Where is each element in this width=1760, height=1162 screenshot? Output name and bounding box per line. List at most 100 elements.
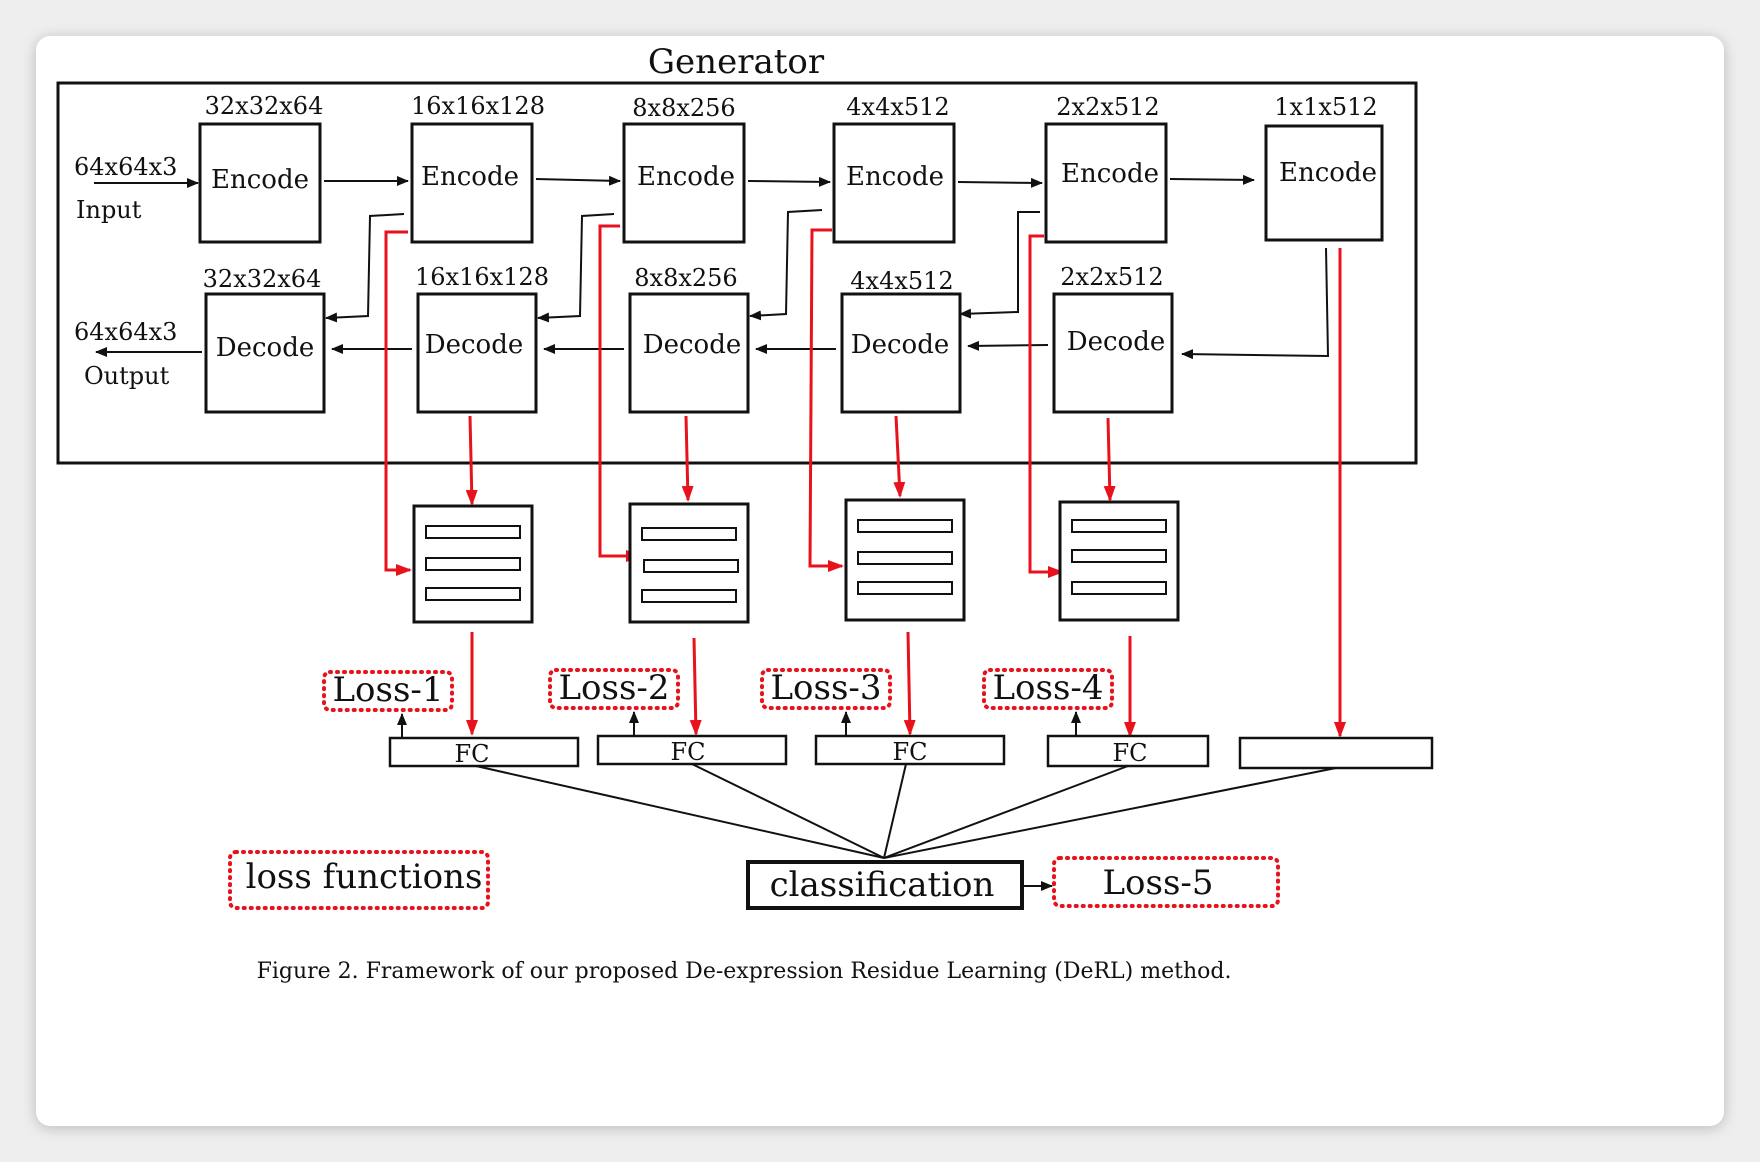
loss-box-1: Loss-1 <box>322 670 454 712</box>
fc-arrow-2 <box>689 637 702 736</box>
encode-arrow-4 <box>957 177 1043 188</box>
decoder-block-5: 2x2x512 Decode <box>1052 263 1174 414</box>
loss-label-2: Loss-2 <box>558 668 669 708</box>
residue-block-4 <box>1058 500 1180 622</box>
loss-box-3: Loss-3 <box>760 668 892 710</box>
generator-frame <box>56 81 1418 465</box>
decoder-box-1 <box>204 292 326 414</box>
encoder-label-4: Encode <box>846 162 944 192</box>
encoder-label-1: Encode <box>211 165 309 195</box>
fc-label-4: FC <box>1112 739 1147 767</box>
loss-box-4: Loss-4 <box>982 668 1114 710</box>
legend-loss-functions: loss functions <box>228 850 490 910</box>
residue-block-1 <box>412 504 534 624</box>
decoder-dim-2: 16x16x128 <box>415 263 549 291</box>
encoder-box-4 <box>832 122 956 244</box>
classification-box: classification <box>746 860 1024 910</box>
decoder-label-1: Decode <box>216 333 314 363</box>
loss-label-1: Loss-1 <box>332 670 443 710</box>
fc-label-2: FC <box>670 738 705 766</box>
decoder-box-3 <box>628 292 750 414</box>
encoder-label-6: Encode <box>1279 158 1377 188</box>
encoder-label-2: Encode <box>421 162 519 192</box>
encoder-block-6: 1x1x512 Encode <box>1264 93 1384 242</box>
decoder-box-5 <box>1052 292 1174 414</box>
input-dim: 64x64x3 <box>74 153 177 181</box>
decoder-box-2 <box>416 292 538 414</box>
encode-arrow-2 <box>535 175 621 186</box>
fc-label-1: FC <box>454 740 489 768</box>
decoder-label-3: Decode <box>643 330 741 360</box>
encoder-box-1 <box>198 122 322 244</box>
encoder-dim-5: 2x2x512 <box>1056 93 1159 121</box>
encoder-box-5 <box>1044 122 1168 244</box>
bottleneck-arrow <box>1181 247 1330 360</box>
classification-fan-in <box>475 763 1337 859</box>
loss-box-5: Loss-5 <box>1052 856 1280 908</box>
loss-box-2: Loss-2 <box>548 668 680 710</box>
skip-arrow-4 <box>959 211 1040 319</box>
figure-caption: Figure 2. Framework of our proposed De-e… <box>257 959 1232 984</box>
residue-arrow-down-4 <box>1103 417 1116 502</box>
decoder-dim-3: 8x8x256 <box>634 264 737 292</box>
decoder-dim-5: 2x2x512 <box>1060 263 1163 291</box>
decoder-block-1: 32x32x64 Decode <box>203 265 326 414</box>
classification-label: classification <box>770 865 995 905</box>
encoder-dim-6: 1x1x512 <box>1274 93 1377 121</box>
residue-arrow-down-1 <box>465 415 478 506</box>
encoder-box-2 <box>410 122 534 244</box>
encoder-block-5: 2x2x512 Encode <box>1044 93 1168 244</box>
residue-arrow-down-3 <box>893 415 906 498</box>
fc-layer-1: FC <box>388 736 580 768</box>
encoder-label-3: Encode <box>637 162 735 192</box>
figure-card: Generator 64x64x3 Input 64x64x3 Output 3… <box>36 36 1724 1126</box>
encoder-block-4: 4x4x512 Encode <box>832 93 956 244</box>
fc-layer-2: FC <box>596 734 788 766</box>
generator-title: Generator <box>648 42 825 82</box>
encoder-dim-4: 4x4x512 <box>846 93 949 121</box>
fc-label-3: FC <box>892 738 927 766</box>
decoder-block-3: 8x8x256 Decode <box>628 264 750 414</box>
input-label: Input <box>76 196 142 224</box>
decoder-block-2: 16x16x128 Decode <box>415 263 549 414</box>
encoder-block-1: 32x32x64 Encode <box>198 92 324 244</box>
encoder-block-2: 16x16x128 Encode <box>410 92 545 244</box>
decoder-dim-4: 4x4x512 <box>850 267 953 295</box>
encoder-dim-1: 32x32x64 <box>205 92 324 120</box>
encoder-dim-3: 8x8x256 <box>632 94 735 122</box>
residue-arrow-skip-4 <box>1028 234 1064 578</box>
decode-arrow-4 <box>967 340 1049 351</box>
encoder-label-5: Encode <box>1061 159 1159 189</box>
encoder-block-3: 8x8x256 Encode <box>622 94 746 244</box>
fc-layer-3: FC <box>814 734 1006 766</box>
decoder-box-4 <box>840 292 962 414</box>
fc-layer-5 <box>1238 736 1434 770</box>
encode-arrow-5 <box>1169 174 1255 185</box>
decoder-block-4: 4x4x512 Decode <box>840 267 962 414</box>
residue-arrow-skip-3 <box>808 228 844 572</box>
skip-arrow-1 <box>325 213 405 323</box>
decoder-label-5: Decode <box>1067 327 1165 357</box>
decoder-dim-1: 32x32x64 <box>203 265 322 293</box>
output-label: Output <box>84 362 170 390</box>
encoder-dim-2: 16x16x128 <box>411 92 545 120</box>
output-dim: 64x64x3 <box>74 318 177 346</box>
residue-arrow-skip-2 <box>598 224 642 562</box>
skip-arrow-3 <box>749 209 823 321</box>
residue-block-2 <box>628 502 750 624</box>
residue-arrow-down-2 <box>681 415 694 502</box>
encoder-box-6 <box>1264 124 1384 242</box>
loss-label-4: Loss-4 <box>992 668 1103 708</box>
residue-arrow-skip-1 <box>384 230 412 576</box>
loss-label-5: Loss-5 <box>1102 863 1213 903</box>
legend-label: loss functions <box>246 857 483 897</box>
fc-layer-4: FC <box>1046 734 1210 768</box>
loss-label-3: Loss-3 <box>770 668 881 708</box>
encode-arrow-3 <box>747 176 831 187</box>
residue-block-3 <box>844 498 966 622</box>
fc-arrow-3 <box>903 631 916 736</box>
skip-arrow-2 <box>537 213 615 323</box>
decoder-label-4: Decode <box>851 330 949 360</box>
decoder-label-2: Decode <box>425 330 523 360</box>
encoder-box-3 <box>622 122 746 244</box>
